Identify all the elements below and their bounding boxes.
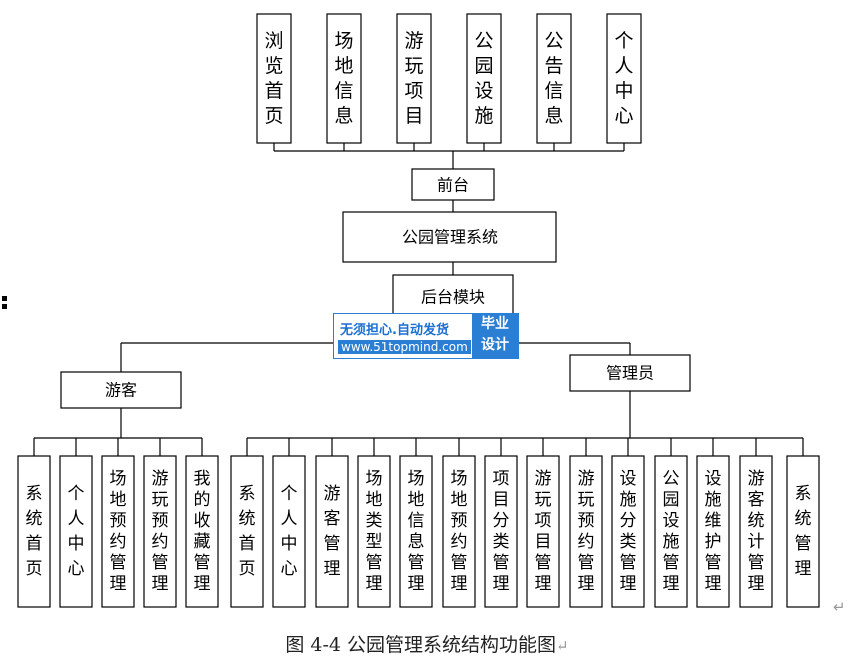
frontend-item-box xyxy=(256,13,292,144)
visitor-node-label: 游客 xyxy=(105,381,137,400)
system-node-label: 公园管理系统 xyxy=(402,228,498,247)
admin-item-label: 游玩项目管理 xyxy=(535,469,552,594)
backend-node-label: 后台模块 xyxy=(421,288,485,307)
visitor-node-box xyxy=(60,371,182,409)
admin-item-box xyxy=(315,455,349,608)
watermark-slogan: 无须担心.自动发货 xyxy=(340,323,449,338)
watermark-url: www.51topmind.com xyxy=(338,340,471,354)
admin-item-label: 游客管理 xyxy=(324,484,341,579)
admin-item-label: 场地类型管理 xyxy=(366,469,383,594)
visitor-item-box xyxy=(185,455,219,608)
admin-item-label: 游玩预约管理 xyxy=(578,469,595,594)
visitor-item-label: 系统首页 xyxy=(26,484,43,579)
visitor-item-box xyxy=(143,455,177,608)
frontend-item-box xyxy=(466,13,502,144)
admin-item-box xyxy=(526,455,560,608)
watermark-badge: 毕业 设计 xyxy=(472,314,518,358)
admin-item-label: 系统首页 xyxy=(239,484,256,579)
visitor-item-box xyxy=(101,455,135,608)
frontend-item-box xyxy=(326,13,362,144)
admin-item-label: 项目分类管理 xyxy=(493,469,510,594)
watermark: 无须担心.自动发货 www.51topmind.com 毕业 设计 xyxy=(333,313,519,359)
paragraph-mark: ↵ xyxy=(833,598,846,616)
frontend-item-label: 个人中心 xyxy=(614,30,633,127)
figure-caption: 图 4-4 公园管理系统结构功能图↵ xyxy=(0,630,854,657)
front-node-label: 前台 xyxy=(437,176,469,195)
caption-return-mark: ↵ xyxy=(556,637,569,655)
admin-item-label: 个人中心 xyxy=(281,484,298,579)
connector-lines xyxy=(33,143,804,456)
watermark-text-area: 无须担心.自动发货 www.51topmind.com xyxy=(334,314,471,358)
admin-item-box xyxy=(484,455,518,608)
admin-item-box xyxy=(786,455,820,608)
caption-text: 图 4-4 公园管理系统结构功能图 xyxy=(285,634,557,656)
frontend-item-box xyxy=(536,13,572,144)
left-edge-mark xyxy=(0,293,10,311)
admin-item-label: 设施维护管理 xyxy=(705,469,722,594)
visitor-item-label: 我的收藏管理 xyxy=(194,469,211,594)
admin-item-box xyxy=(399,455,433,608)
admin-item-label: 游客统计管理 xyxy=(748,469,765,594)
system-node-box xyxy=(342,211,557,263)
frontend-item-box xyxy=(396,13,432,144)
admin-item-label: 设施分类管理 xyxy=(620,469,637,594)
front-node-box xyxy=(411,168,495,201)
frontend-item-label: 浏览首页 xyxy=(264,30,283,127)
diagram-nodes: 浏览首页场地信息游玩项目公园设施公告信息个人中心前台公园管理系统后台模块游客管理… xyxy=(17,13,820,608)
frontend-item-label: 公园设施 xyxy=(474,30,493,127)
frontend-item-label: 公告信息 xyxy=(544,30,563,127)
admin-item-box xyxy=(272,455,306,608)
watermark-badge-top: 毕业 xyxy=(481,316,509,332)
frontend-item-label: 场地信息 xyxy=(334,30,353,127)
frontend-item-box xyxy=(606,13,642,144)
visitor-item-label: 场地预约管理 xyxy=(110,469,127,594)
admin-item-box xyxy=(654,455,688,608)
visitor-item-label: 个人中心 xyxy=(68,484,85,579)
admin-item-box xyxy=(696,455,730,608)
watermark-badge-bottom: 设计 xyxy=(481,337,509,353)
admin-node-label: 管理员 xyxy=(606,364,654,383)
admin-item-label: 系统管理 xyxy=(795,484,812,579)
admin-item-box xyxy=(230,455,264,608)
admin-item-label: 场地信息管理 xyxy=(408,469,425,594)
admin-item-box xyxy=(442,455,476,608)
admin-item-box xyxy=(611,455,645,608)
admin-item-box xyxy=(569,455,603,608)
admin-item-box xyxy=(357,455,391,608)
admin-item-box xyxy=(739,455,773,608)
visitor-item-box xyxy=(59,455,93,608)
admin-node-box xyxy=(569,354,691,392)
frontend-item-label: 游玩项目 xyxy=(404,30,423,127)
visitor-item-label: 游玩预约管理 xyxy=(152,469,169,594)
visitor-item-box xyxy=(17,455,51,608)
admin-item-label: 场地预约管理 xyxy=(451,469,468,594)
admin-item-label: 公园设施管理 xyxy=(663,469,680,594)
